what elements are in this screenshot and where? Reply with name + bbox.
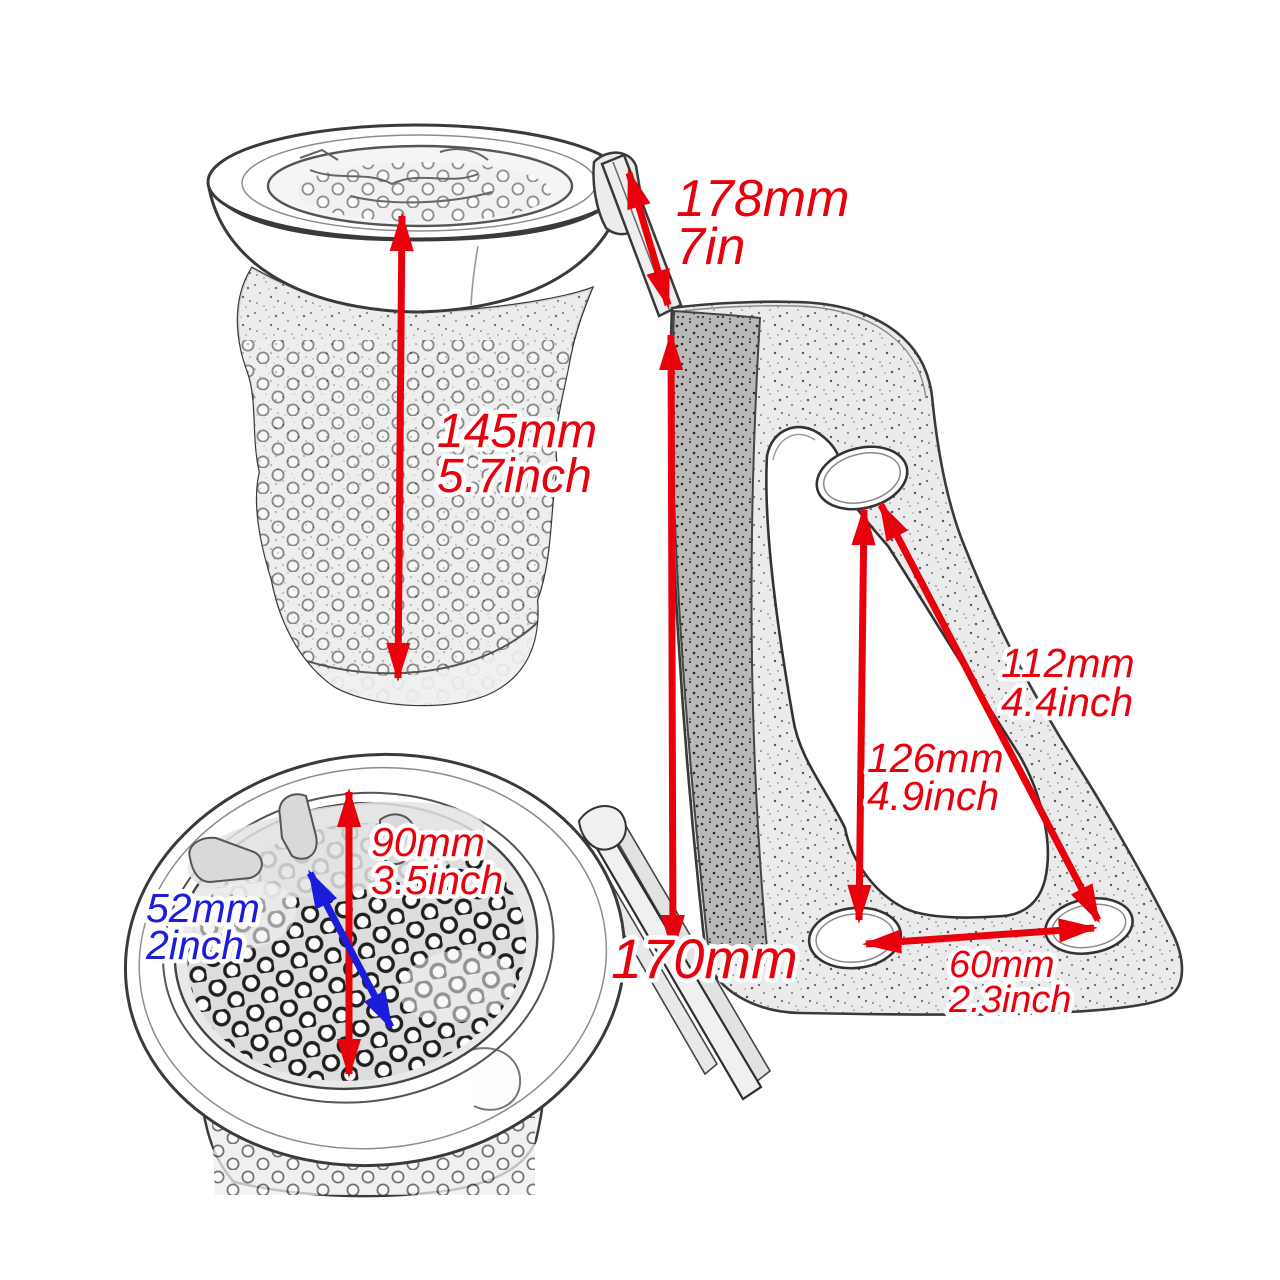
dimension-arrow-blue	[306, 869, 395, 1031]
arrow-arm-length	[625, 169, 672, 309]
label-cup-height-inch: 5.7inch	[437, 450, 592, 503]
label-cup-opening-inch: 3.5inch	[371, 857, 503, 903]
cutout-sketch-line	[772, 433, 816, 461]
label-bottom-hole-spacing-mm: 60mm	[949, 944, 1055, 986]
label-hole-diagonal-inch: 4.4inch	[1001, 679, 1133, 725]
bracket-plate-sketch-line	[675, 305, 927, 399]
label-arm-length-mm: 178mm	[676, 170, 849, 228]
collar-seam-line	[470, 245, 479, 306]
label-hole-vertical-inch: 4.9inch	[867, 773, 999, 819]
arrow-bracket-height	[659, 331, 685, 954]
label-cup-opening-mm: 90mm	[371, 819, 485, 865]
arrow-hole-vertical	[847, 506, 876, 924]
topview-rim-sketch-ring	[138, 766, 608, 1150]
label-bottom-hole-spacing-inch: 2.3inch	[948, 979, 1072, 1021]
arrow-hole-diagonal	[877, 501, 1102, 924]
cup-side-view	[206, 123, 683, 707]
arrow-bottom-hole-spacing	[862, 918, 1098, 954]
label-cup-inner-mm: 52mm	[146, 885, 260, 931]
arrow-cup-inner	[306, 869, 395, 1031]
topview-clamp-fingers	[188, 793, 416, 884]
label-cup-inner-inch: 2inch	[145, 922, 244, 968]
label-bracket-height-mm: 170mm	[611, 927, 798, 990]
label-hole-vertical-mm: 126mm	[867, 735, 1004, 781]
cup-interior-mesh	[297, 162, 551, 222]
label-arm-length-inch: 7in	[676, 218, 745, 276]
flange-shadow	[672, 311, 767, 955]
topview-band-inner-edge	[161, 791, 555, 1104]
mesh-highlight-2	[398, 949, 515, 1023]
arrow-cup-height	[386, 212, 414, 682]
mesh-highlight-1	[192, 880, 297, 950]
topview-rim-lump	[469, 1047, 522, 1111]
cup-interior-sketch-detail	[299, 148, 493, 204]
label-cup-height-mm: 145mm	[437, 405, 597, 458]
dimension-labels: 178mm 7in 145mm 5.7inch 112mm 4.4inch 12…	[141, 166, 1140, 1026]
label-hole-diagonal-mm: 112mm	[1001, 640, 1135, 686]
